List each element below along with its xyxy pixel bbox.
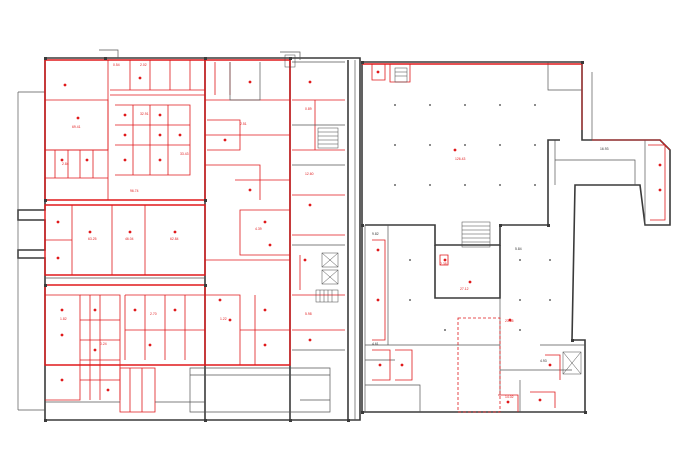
room-label: 0.89 xyxy=(305,107,312,111)
room-label: 32.91 xyxy=(140,112,149,116)
column-grid xyxy=(394,104,551,331)
room-label: 1.82 xyxy=(60,317,67,321)
room-label: 46.04 xyxy=(125,237,134,241)
room-label: 0.54 xyxy=(113,63,120,67)
room-label: 2.84 xyxy=(62,162,69,166)
room-label: 63.25 xyxy=(88,237,97,241)
room-label: 2.70 xyxy=(150,312,157,316)
right-building: 16.93 126.43 9.82 2.38 5.84 27.12 4.61 2… xyxy=(361,61,671,414)
room-label: 14.02 xyxy=(505,395,514,399)
room-label: 2.02 xyxy=(140,63,147,67)
left-building: 69.41 0.54 2.02 32.91 2.84 33.43 2.51 0.… xyxy=(17,49,361,422)
room-label: 0.24 xyxy=(100,342,107,346)
room-label: 4.61 xyxy=(372,342,379,346)
room-label: 2.51 xyxy=(240,122,247,126)
room-label: 16.93 xyxy=(600,147,609,151)
room-label: 5.84 xyxy=(515,247,522,251)
room-label: 4.93 xyxy=(540,359,547,363)
room-label: 1.22 xyxy=(220,317,227,321)
room-label: 4.39 xyxy=(255,227,262,231)
room-label: 27.12 xyxy=(460,287,469,291)
room-label: 62.84 xyxy=(170,237,179,241)
room-label: 12.60 xyxy=(305,172,314,176)
room-label: 9.82 xyxy=(372,232,379,236)
room-label: 33.43 xyxy=(180,152,189,156)
room-label: 2.38 xyxy=(440,262,447,266)
room-label: 69.41 xyxy=(72,125,81,129)
room-label: 126.43 xyxy=(455,157,465,161)
corridor-label: 96.74 xyxy=(130,189,139,193)
room-label: 5.98 xyxy=(305,312,312,316)
